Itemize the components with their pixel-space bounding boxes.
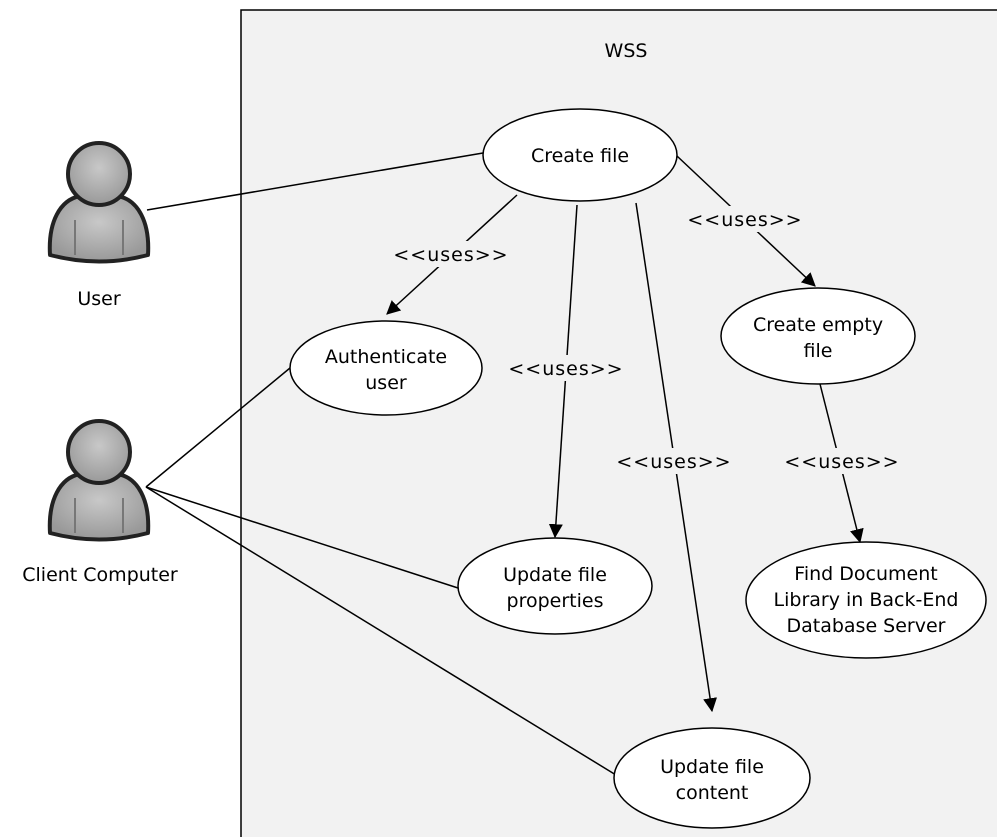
uses-label-find-library: <<uses>> xyxy=(781,448,903,474)
assoc-client-update-props xyxy=(145,486,459,589)
system-title: WSS xyxy=(605,40,648,62)
svg-text:Update file: Update file xyxy=(503,564,607,586)
svg-text:<<uses>>: <<uses>> xyxy=(687,209,802,231)
svg-text:properties: properties xyxy=(507,590,604,612)
actor-user-icon xyxy=(47,141,151,264)
svg-text:user: user xyxy=(365,372,407,394)
svg-text:file: file xyxy=(804,340,833,362)
svg-text:Create empty: Create empty xyxy=(753,314,883,336)
actor-client-computer-icon xyxy=(47,419,151,542)
svg-text:<<uses>>: <<uses>> xyxy=(508,358,623,380)
uses-label-update-content: <<uses>> xyxy=(613,448,735,474)
use-case-update-file-properties: Update file properties xyxy=(457,537,653,635)
svg-text:content: content xyxy=(676,782,749,804)
assoc-client-authenticate xyxy=(145,367,291,488)
assoc-user-create-file xyxy=(146,152,484,211)
assoc-client-update-content xyxy=(145,486,617,776)
use-case-create-empty-file: Create empty file xyxy=(720,287,916,385)
use-case-update-file-content: Update file content xyxy=(613,727,811,829)
uses-label-update-props: <<uses>> xyxy=(505,355,627,381)
svg-text:Authenticate: Authenticate xyxy=(325,346,447,368)
actor-user-label: User xyxy=(77,288,120,310)
svg-text:<<uses>>: <<uses>> xyxy=(784,451,899,473)
use-case-authenticate-user: Authenticate user xyxy=(289,320,483,416)
uses-label-authenticate: <<uses>> xyxy=(390,241,512,267)
use-case-find-document-library: Find Document Library in Back-End Databa… xyxy=(745,541,987,659)
svg-text:Update file: Update file xyxy=(660,756,764,778)
svg-text:Create file: Create file xyxy=(531,145,629,167)
svg-text:<<uses>>: <<uses>> xyxy=(393,244,508,266)
uses-label-create-empty: <<uses>> xyxy=(684,206,806,232)
svg-text:Find Document: Find Document xyxy=(794,563,937,585)
actor-client-computer-label: Client Computer xyxy=(22,564,178,586)
svg-text:Library in Back-End: Library in Back-End xyxy=(774,589,959,611)
svg-text:Database Server: Database Server xyxy=(786,615,945,637)
use-case-create-file: Create file xyxy=(482,108,678,202)
svg-text:<<uses>>: <<uses>> xyxy=(616,451,731,473)
